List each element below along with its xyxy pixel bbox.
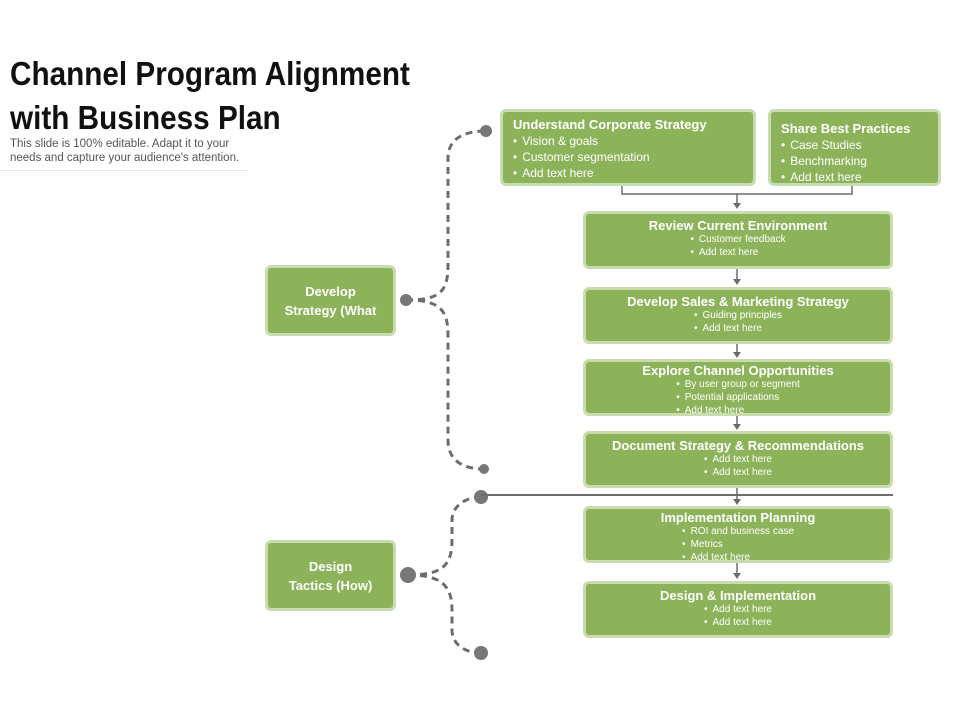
subtitle: This slide is 100% editable. Adapt it to… <box>10 138 240 164</box>
box-title: Understand Corporate Strategy <box>513 117 707 132</box>
subtitle-divider <box>0 170 248 171</box>
bullet-item: Benchmarking <box>781 153 928 169</box>
bullet-list: By user group or segment Potential appli… <box>676 378 800 413</box>
develop-sales-marketing-strategy-box: Develop Sales & Marketing Strategy Guidi… <box>583 287 893 344</box>
bullet-list: Add text here Add text here <box>704 453 772 479</box>
bullet-item: Customer feedback <box>690 233 786 246</box>
box-title: Review Current Environment <box>648 218 828 233</box>
bullet-item: Add text here <box>676 404 800 413</box>
bullet-item: Add text here <box>704 453 772 466</box>
understand-corporate-strategy-box: Understand Corporate Strategy Vision & g… <box>500 109 756 186</box>
bullet-item: Add text here <box>682 551 794 560</box>
document-strategy-recommendations-box: Document Strategy & Recommendations Add … <box>583 431 893 488</box>
bullet-item: Add text here <box>694 322 782 335</box>
review-current-environment-box: Review Current Environment Customer feed… <box>583 211 893 269</box>
arrowhead-6 <box>733 573 741 579</box>
bullet-item: Customer segmentation <box>513 149 743 165</box>
develop-strategy-box: Develop Strategy (What <box>265 265 396 336</box>
arrowhead-4 <box>733 424 741 430</box>
box-title: Explore Channel Opportunities <box>642 363 834 378</box>
design-implementation-box: Design & Implementation Add text here Ad… <box>583 581 893 638</box>
connector-dot-upper-bottom <box>479 464 489 474</box>
bullet-list: Vision & goals Customer segmentation Add… <box>513 133 743 181</box>
brace-lower-top <box>407 495 482 577</box>
arrowhead-1 <box>733 203 741 209</box>
explore-channel-opportunities-box: Explore Channel Opportunities By user gr… <box>583 359 893 416</box>
bullet-item: Potential applications <box>676 391 800 404</box>
design-tactics-label-line-1: Design <box>308 558 353 574</box>
connector-dot-develop <box>400 294 412 306</box>
bullet-list: Guiding principles Add text here <box>694 309 783 335</box>
box-title: Design & Implementation <box>659 588 817 603</box>
connector-dot-upper-top <box>480 125 492 137</box>
bullet-list: Customer feedback Add text here <box>690 233 786 259</box>
page-title: Channel Program Alignment with Business … <box>10 52 415 140</box>
connector-dot-lower-bottom <box>474 646 488 660</box>
bullet-list: ROI and business case Metrics Add text h… <box>682 525 794 560</box>
share-best-practices-box: Share Best Practices Case Studies Benchm… <box>768 109 941 186</box>
title-line-1: Channel Program Alignment <box>10 55 410 92</box>
develop-strategy-label-line-2: Strategy (What <box>284 302 377 318</box>
implementation-planning-box: Implementation Planning ROI and business… <box>583 506 893 563</box>
develop-strategy-label-line-1: Develop <box>305 283 356 299</box>
merge-connector <box>621 184 853 203</box>
bullet-list: Case Studies Benchmarking Add text here <box>781 137 928 183</box>
brace-upper-top <box>405 129 487 302</box>
bullet-item: Add text here <box>513 165 743 181</box>
arrowhead-5 <box>733 499 741 505</box>
bullet-item: Guiding principles <box>694 309 783 322</box>
bullet-item: Add text here <box>704 616 772 629</box>
design-tactics-label-line-2: Tactics (How) <box>288 577 373 593</box>
bullet-item: Add text here <box>690 246 785 259</box>
bullet-item: Metrics <box>682 538 794 551</box>
connector-dot-design <box>400 567 416 583</box>
brace-lower-bottom <box>407 573 482 655</box>
brace-upper-bottom <box>405 298 485 471</box>
bullet-item: By user group or segment <box>676 378 800 391</box>
arrowhead-2 <box>733 279 741 285</box>
bullet-item: ROI and business case <box>682 525 794 538</box>
bullet-item: Add text here <box>781 169 928 183</box>
design-tactics-box: Design Tactics (How) <box>265 540 396 611</box>
arrowhead-3 <box>733 352 741 358</box>
box-title: Document Strategy & Recommendations <box>611 438 865 453</box>
box-title: Share Best Practices <box>781 121 911 136</box>
connector-dot-lower-top <box>474 490 488 504</box>
box-title: Develop Sales & Marketing Strategy <box>627 294 849 309</box>
box-title: Implementation Planning <box>660 510 816 525</box>
bullet-item: Add text here <box>704 603 772 616</box>
bullet-item: Add text here <box>704 466 772 479</box>
bullet-item: Case Studies <box>781 137 928 153</box>
title-line-2: with Business Plan <box>10 99 281 136</box>
bullet-item: Vision & goals <box>513 133 743 149</box>
bullet-list: Add text here Add text here <box>704 603 772 629</box>
